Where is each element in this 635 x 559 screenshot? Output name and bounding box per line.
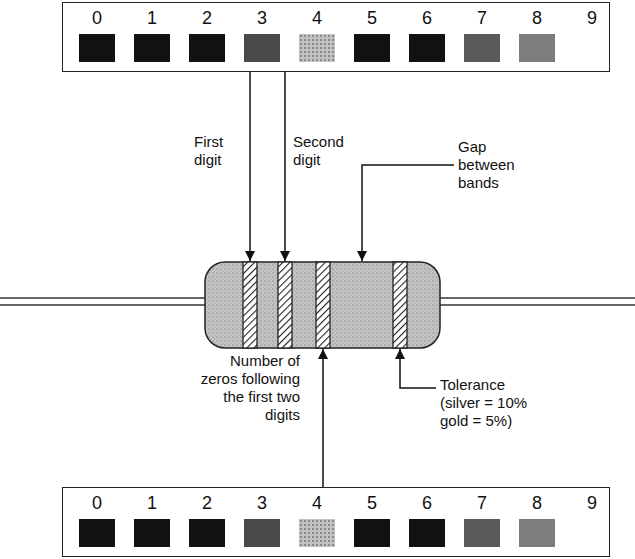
digit-label: 3 [247,8,277,28]
color-swatch [464,34,500,62]
color-swatch [189,34,225,62]
digit-label: 3 [247,493,277,513]
digit-label: 0 [82,493,112,513]
digit-label: 6 [412,8,442,28]
color-swatch [409,34,445,62]
color-swatch [244,519,280,547]
color-swatch [354,519,390,547]
digit-label: 4 [302,8,332,28]
color-swatch [354,34,390,62]
color-swatch [79,519,115,547]
callout-label: Number of zeros following the first two … [192,352,300,424]
digit-label: 6 [412,493,442,513]
digit-label: 4 [302,493,332,513]
leader-arrow [250,72,454,487]
callout-label: Tolerance (silver = 10% gold = 5%) [440,376,544,430]
color-swatch [79,34,115,62]
digit-label: 7 [467,8,497,28]
color-swatch [519,34,555,62]
digit-label: 7 [467,493,497,513]
color-swatch [409,519,445,547]
digit-label: 9 [577,493,607,513]
callout-label: Second digit [293,133,353,169]
color-swatch [134,519,170,547]
digit-label: 9 [577,8,607,28]
digit-label: 5 [357,493,387,513]
color-band [243,262,407,348]
color-swatch [299,519,335,547]
resistor-body [205,262,440,348]
color-swatch [299,34,335,62]
color-swatch [134,34,170,62]
callout-label: Gap between bands [458,138,524,192]
callout-label: First digit [194,133,240,169]
digit-label: 8 [522,8,552,28]
color-code-chart: 0 1 2 3 4 5 6 7 8 9 [62,487,610,557]
color-swatch [519,519,555,547]
color-code-chart: 0 1 2 3 4 5 6 7 8 9 [62,2,610,72]
digit-label: 8 [522,493,552,513]
color-swatch [464,519,500,547]
digit-label: 0 [82,8,112,28]
color-swatch [244,34,280,62]
digit-label: 2 [192,493,222,513]
digit-label: 5 [357,8,387,28]
digit-label: 2 [192,8,222,28]
digit-label: 1 [137,8,167,28]
color-swatch [189,519,225,547]
digit-label: 1 [137,493,167,513]
